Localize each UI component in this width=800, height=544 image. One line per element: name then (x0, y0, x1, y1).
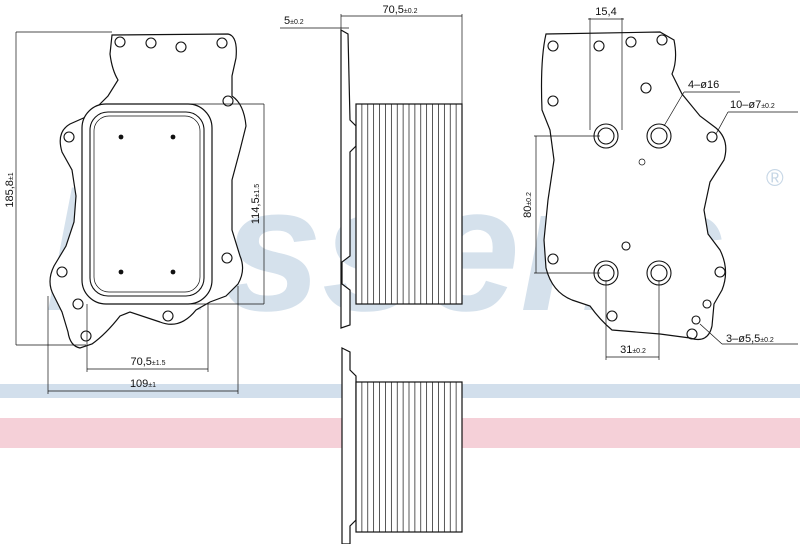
bolt-hole (656, 34, 668, 46)
dim-value: 80 (522, 206, 534, 218)
port-outer (646, 123, 672, 149)
dim-port-spacing-v: 80±0.2 (522, 192, 534, 218)
front-core-inner-2 (93, 115, 201, 293)
port-mark (170, 134, 176, 140)
port-mark (170, 269, 176, 275)
front-core-outer (81, 103, 213, 305)
port-mark (118, 269, 124, 275)
bottom-fins (361, 382, 457, 532)
dim-value: 114,5 (250, 197, 262, 224)
bolt-hole (686, 328, 698, 340)
bolt-hole (640, 82, 652, 94)
leader-line (715, 111, 729, 135)
rear-plate-outline (540, 31, 727, 341)
bottom-flange (341, 347, 357, 544)
small-hole (702, 299, 712, 309)
dim-height-total: 185,8±1 (4, 172, 16, 207)
dim-value: 10–ø7 (730, 99, 761, 111)
dim-core-width: 70,5±1.5 (131, 356, 166, 368)
bolt-hole (175, 41, 187, 53)
dim-tolerance: ±0.2 (632, 348, 646, 355)
dim-hole-offset: 15,4 (595, 6, 616, 18)
dim-port-holes: 4–ø16 (688, 79, 719, 91)
bolt-hole (706, 131, 718, 143)
bolt-hole (547, 95, 559, 107)
port-mark (118, 134, 124, 140)
bolt-hole (606, 310, 618, 322)
dim-flange-thickness: 5±0.2 (284, 15, 304, 27)
front-core-inner (89, 111, 205, 297)
small-hole (691, 315, 701, 325)
rear-view: 15,4 4–ø16 10–ø7±0.2 80±0.2 31±0.2 3–ø5,… (522, 6, 798, 360)
bolt-hole (714, 266, 726, 278)
side-fins (361, 104, 457, 304)
front-view: 185,8±1 114,5±1.5 70,5±1.5 109±1 (4, 31, 265, 394)
bolt-hole (593, 40, 605, 52)
dim-tolerance: ±0.2 (760, 337, 774, 344)
dim-tolerance: ±0.2 (761, 103, 775, 110)
rear-small-holes (621, 158, 712, 325)
dim-tolerance: ±1 (148, 382, 156, 389)
leader-line (663, 91, 685, 127)
dim-value: 31 (620, 344, 632, 356)
dim-value: 109 (130, 378, 148, 390)
dim-value: 5 (284, 15, 290, 27)
dim-tolerance: ±0.2 (290, 19, 304, 26)
side-flange (340, 28, 357, 329)
port-inner (650, 127, 668, 145)
bolt-hole (162, 310, 174, 322)
bolt-hole (547, 253, 559, 265)
dim-tolerance: ±1.5 (152, 360, 166, 367)
bolt-hole (63, 131, 75, 143)
bolt-hole (222, 95, 234, 107)
dim-depth: 70,5±0.2 (383, 4, 418, 16)
bolt-hole (145, 37, 157, 49)
small-hole (638, 158, 646, 166)
dim-tolerance: ±0.2 (404, 8, 418, 15)
bolt-hole (80, 330, 92, 342)
front-port-marks (118, 134, 176, 275)
bolt-hole (72, 298, 84, 310)
dim-port-spacing-h: 31±0.2 (620, 344, 646, 356)
dim-small-holes: 3–ø5,5±0.2 (726, 333, 774, 345)
dim-bolt-holes: 10–ø7±0.2 (730, 99, 775, 111)
small-hole (621, 241, 631, 251)
dim-core-height: 114,5±1.5 (250, 184, 262, 224)
bolt-hole (114, 36, 126, 48)
dim-value: 70,5 (383, 4, 404, 16)
bolt-hole (56, 266, 68, 278)
bolt-hole (625, 36, 637, 48)
front-bolt-holes (56, 36, 234, 342)
rear-bolt-holes (547, 34, 726, 340)
dim-tolerance: ±0.2 (526, 192, 533, 206)
dim-value: 3–ø5,5 (726, 333, 760, 345)
watermark-registered: ® (766, 165, 784, 192)
dim-tolerance: ±1.5 (254, 184, 261, 198)
dim-value: 185,8 (4, 180, 16, 208)
bolt-hole (547, 40, 559, 52)
dim-tolerance: ±1 (8, 172, 15, 180)
bottom-view (341, 347, 463, 544)
dim-total-width: 109±1 (130, 378, 156, 390)
side-view: 70,5±0.2 5±0.2 (280, 4, 463, 329)
bolt-hole (221, 252, 233, 264)
dim-value: 70,5 (131, 356, 152, 368)
leader-line (699, 323, 723, 345)
bolt-hole (216, 37, 228, 49)
